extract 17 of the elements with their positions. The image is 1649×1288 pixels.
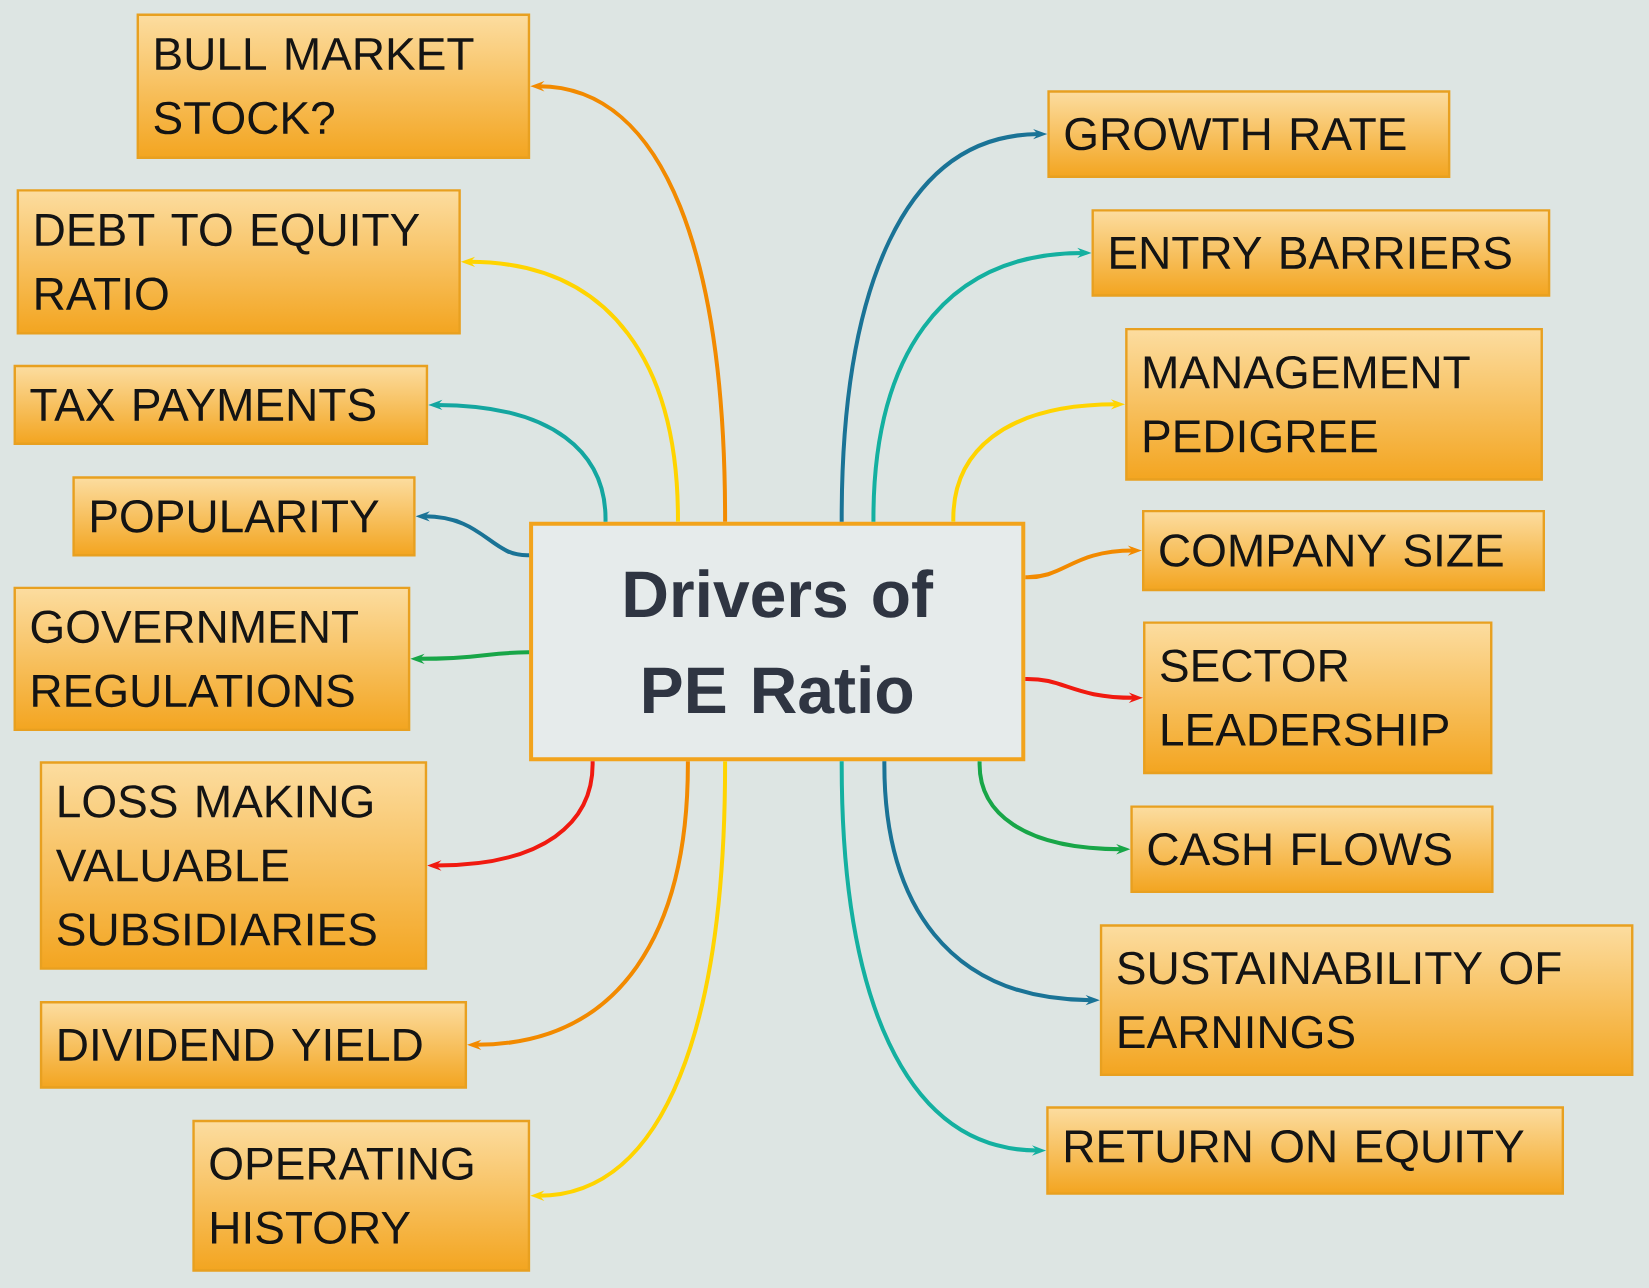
topic-box: SECTOR LEADERSHIP [1143,621,1493,775]
topic-box: SUSTAINABILITY OF EARNINGS [1099,924,1634,1076]
topic-box: MANAGEMENT PEDIGREE [1125,327,1543,481]
topic-box: OPERATING HISTORY [192,1119,531,1272]
topic-box: GOVERNMENT REGULATIONS [13,586,411,731]
topic-box: DEBT TO EQUITY RATIO [16,189,461,335]
topic-box: CASH FLOWS [1130,805,1494,893]
topic-box: DIVIDEND YIELD [39,1000,468,1089]
topic-box: ENTRY BARRIERS [1091,209,1551,297]
topic-box: LOSS MAKING VALUABLE SUBSIDIARIES [39,761,428,970]
topic-box: TAX PAYMENTS [13,364,429,445]
topic-box: RETURN ON EQUITY [1046,1106,1564,1195]
topic-box: GROWTH RATE [1047,90,1451,178]
topic-box: COMPANY SIZE [1142,509,1545,591]
topic-box: BULL MARKET STOCK? [136,13,531,159]
topic-box: Drivers of PE Ratio [529,521,1026,762]
topic-box: POPULARITY [72,476,416,557]
